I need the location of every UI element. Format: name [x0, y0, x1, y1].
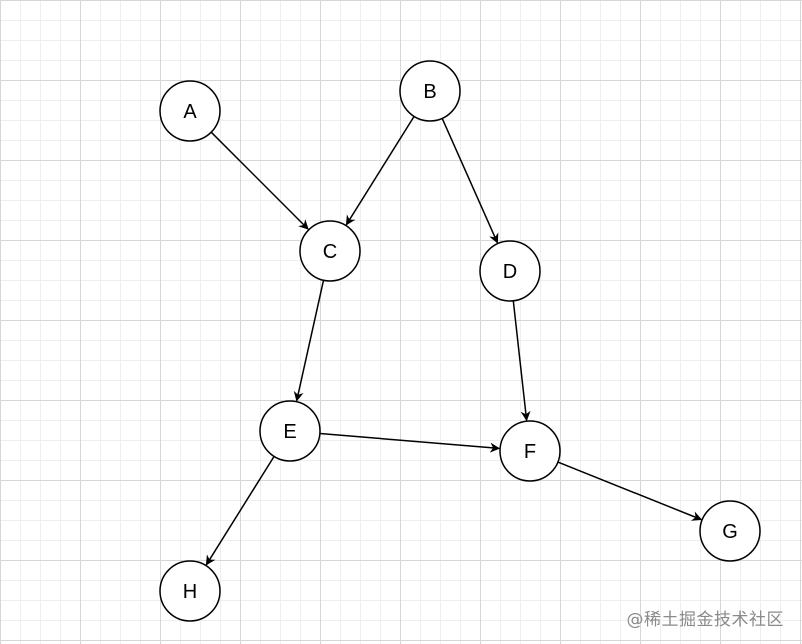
node-label: G	[722, 521, 738, 543]
nodes-layer: A B C D E F G H	[159, 60, 761, 622]
watermark-text: @稀土掘金技术社区	[626, 610, 784, 630]
node-circle	[479, 240, 541, 302]
edges-layer	[205, 116, 703, 566]
node-circle	[259, 400, 321, 462]
edge-b-d	[441, 118, 499, 244]
node-g: G	[699, 500, 761, 562]
edge-e-f	[319, 432, 501, 453]
node-a: A	[159, 80, 221, 142]
node-e: E	[259, 400, 321, 462]
edge-c-e	[293, 280, 325, 402]
edge-e-h	[205, 456, 275, 566]
node-label: B	[423, 81, 436, 103]
node-circle	[399, 60, 461, 122]
node-label: D	[503, 261, 517, 283]
edge-b-c	[345, 116, 415, 226]
node-circle	[499, 420, 561, 482]
edge-f-g	[557, 461, 703, 521]
node-label: A	[183, 101, 197, 123]
node-label: F	[524, 441, 536, 463]
node-label: E	[283, 421, 296, 443]
node-circle	[299, 220, 361, 282]
node-c: C	[299, 220, 361, 282]
node-label: C	[323, 241, 337, 263]
node-label: H	[183, 581, 197, 603]
node-h: H	[159, 560, 221, 622]
edge-a-c	[210, 131, 309, 230]
node-f: F	[499, 420, 561, 482]
edge-d-f	[512, 300, 531, 422]
node-circle	[159, 560, 221, 622]
node-b: B	[399, 60, 461, 122]
node-circle	[699, 500, 761, 562]
node-d: D	[479, 240, 541, 302]
node-circle	[159, 80, 221, 142]
